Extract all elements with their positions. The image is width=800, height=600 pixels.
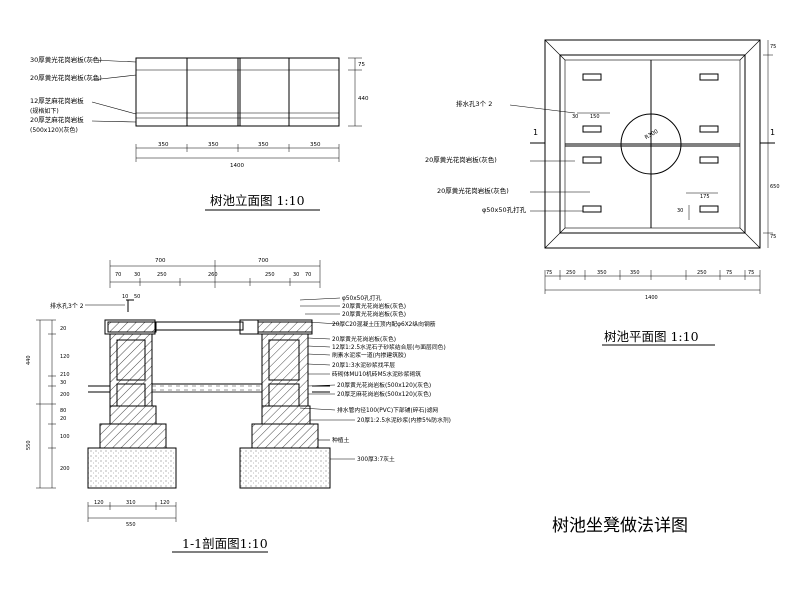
sec-label-6: 12厚1:2.5水泥石子砂浆结合层(与面层同色): [332, 343, 446, 351]
plan-label-hole: φ50x50孔打孔: [482, 205, 527, 214]
sec-bottom-dim-3: 120: [160, 500, 170, 506]
sec-label-15: 300厚3:7灰土: [357, 455, 395, 463]
main-title: 树池坐凳做法详图: [552, 516, 688, 536]
sec-label-9: 砖砌体MU10机砖M5水泥砂浆砌筑: [332, 370, 421, 378]
left-seat-cap: [107, 321, 157, 333]
sec-sub-dim-6: 30: [293, 272, 299, 278]
sec-sub-dim-5: 250: [265, 272, 275, 278]
plan-inner-dim-1: 30: [572, 114, 578, 120]
sec-label-3: 20厚黄光花岗岩板(灰色): [342, 310, 406, 318]
sec-left-dim-6: 200: [60, 392, 70, 398]
elev-dim-3: 350: [258, 142, 269, 148]
plan-label-top1: 20厚黄光花岗岩板(灰色): [425, 155, 497, 164]
sec-label-13: 20厚1:2.5水泥砂浆(内掺5%防水剂): [357, 416, 451, 424]
sec-left-dim-7: 80: [60, 408, 66, 414]
plan-dim-b2: 250: [566, 270, 576, 276]
plan-inner-dim-3: 175: [700, 194, 710, 200]
sec-label-8: 20厚1:3水泥砂浆找平层: [332, 361, 395, 369]
plan-section-mark-left: 1: [533, 128, 538, 137]
plan-dim-r1: 75: [770, 44, 776, 50]
section-title: 1-1剖面图1:10: [182, 536, 268, 551]
elev-dim-1: 350: [158, 142, 169, 148]
right-seat-cap: [257, 321, 313, 333]
plan-dim-b1: 75: [546, 270, 552, 276]
sec-label-11: 20厚芝麻花岗岩板(500x120)(灰色): [337, 390, 431, 398]
sec-sub-dim-7: 70: [305, 272, 311, 278]
plan-dim-b4: 350: [630, 270, 640, 276]
plan-circle-label: R300: [644, 129, 660, 142]
elev-label-5: 20厚芝麻花岗岩板: [30, 115, 84, 124]
plan-inner-dim-4: 30: [677, 208, 683, 214]
plan-label-drain: 排水孔3个 2: [456, 99, 492, 108]
elev-dim-right-2: 440: [358, 96, 369, 102]
elev-dim-right-1: 75: [358, 62, 365, 68]
plan-dim-b6: 75: [726, 270, 732, 276]
plan-view: [509, 39, 775, 346]
section-view: [36, 260, 355, 553]
plan-inner-dim-2: 150: [590, 114, 600, 120]
left-lime-soil-base: [87, 447, 177, 489]
sec-left-dim-11: 550: [26, 440, 32, 450]
sec-label-10: 20厚黄光花岗岩板(500x120)(灰色): [337, 381, 431, 389]
elev-dim-4: 350: [310, 142, 321, 148]
sec-left-label-3: 50: [134, 294, 140, 300]
sec-left-dim-1: 440: [26, 355, 32, 365]
plan-dim-r3: 75: [770, 234, 776, 240]
plan-title: 树池平面图 1:10: [604, 329, 699, 344]
elev-label-3: 12厚芝麻花岗岩板: [30, 96, 84, 105]
elevation-title: 树池立面图 1:10: [210, 193, 305, 208]
sec-sub-dim-2: 30: [134, 272, 140, 278]
plan-section-mark-right: 1: [770, 128, 775, 137]
planting-soil: [151, 383, 263, 393]
elev-label-1: 30厚黄光花岗岩板(灰色): [30, 55, 102, 64]
sec-top-dim-1: 700: [155, 258, 166, 264]
sec-label-1: φ50x50孔打孔: [342, 294, 382, 302]
sec-left-dim-10: 200: [60, 466, 70, 472]
tree-pit-circle: [620, 113, 682, 175]
sec-label-2: 20厚黄光花岗岩板(灰色): [342, 302, 406, 310]
plan-dim-total: 1400: [645, 295, 658, 301]
sec-left-label-drain: 排水孔3个 2: [50, 302, 84, 310]
elev-dim-total: 1400: [230, 163, 244, 169]
sec-left-dim-4: 210: [60, 372, 70, 378]
elev-label-4: (规格如下): [30, 107, 59, 115]
sec-left-dim-3: 120: [60, 354, 70, 360]
sec-sub-dim-3: 250: [157, 272, 167, 278]
elev-label-2: 20厚黄光花岗岩板(灰色): [30, 73, 102, 82]
right-lime-soil-base: [239, 447, 331, 489]
plan-dim-b5: 250: [697, 270, 707, 276]
plan-label-top2: 20厚黄光花岗岩板(灰色): [437, 186, 509, 195]
sec-left-dim-5: 30: [60, 380, 66, 386]
sec-left-dim-2: 20: [60, 326, 66, 332]
sec-label-4: 20厚C20混凝土压顶内配φ6X2纵向钢筋: [332, 320, 436, 328]
elev-dim-2: 350: [208, 142, 219, 148]
sec-label-14: 种植土: [332, 436, 350, 444]
sec-bottom-total: 550: [126, 522, 136, 528]
plan-dim-b3: 350: [597, 270, 607, 276]
sec-left-label-2: 10: [122, 294, 128, 300]
left-brick-pier: [109, 333, 153, 407]
plan-dim-r2: 650: [770, 184, 780, 190]
sec-label-5: 20厚黄光花岗岩板(灰色): [332, 335, 396, 343]
sec-sub-dim-1: 70: [115, 272, 121, 278]
sec-sub-dim-4: 260: [208, 272, 218, 278]
elevation-view: [91, 57, 362, 211]
sec-top-dim-2: 700: [258, 258, 269, 264]
sec-bottom-dim-1: 120: [94, 500, 104, 506]
plan-dim-b7: 75: [748, 270, 754, 276]
sec-bottom-dim-2: 310: [126, 500, 136, 506]
sec-label-12: 排水管内径100(PVC)下部铺(碎石)滤网: [337, 406, 438, 414]
sec-label-7: 刷素水泥浆一道(内掺建筑胶): [332, 351, 406, 359]
sec-left-dim-9: 100: [60, 434, 70, 440]
elev-label-6: (500x120)(灰色): [30, 126, 78, 134]
sec-left-dim-8: 20: [60, 416, 66, 422]
